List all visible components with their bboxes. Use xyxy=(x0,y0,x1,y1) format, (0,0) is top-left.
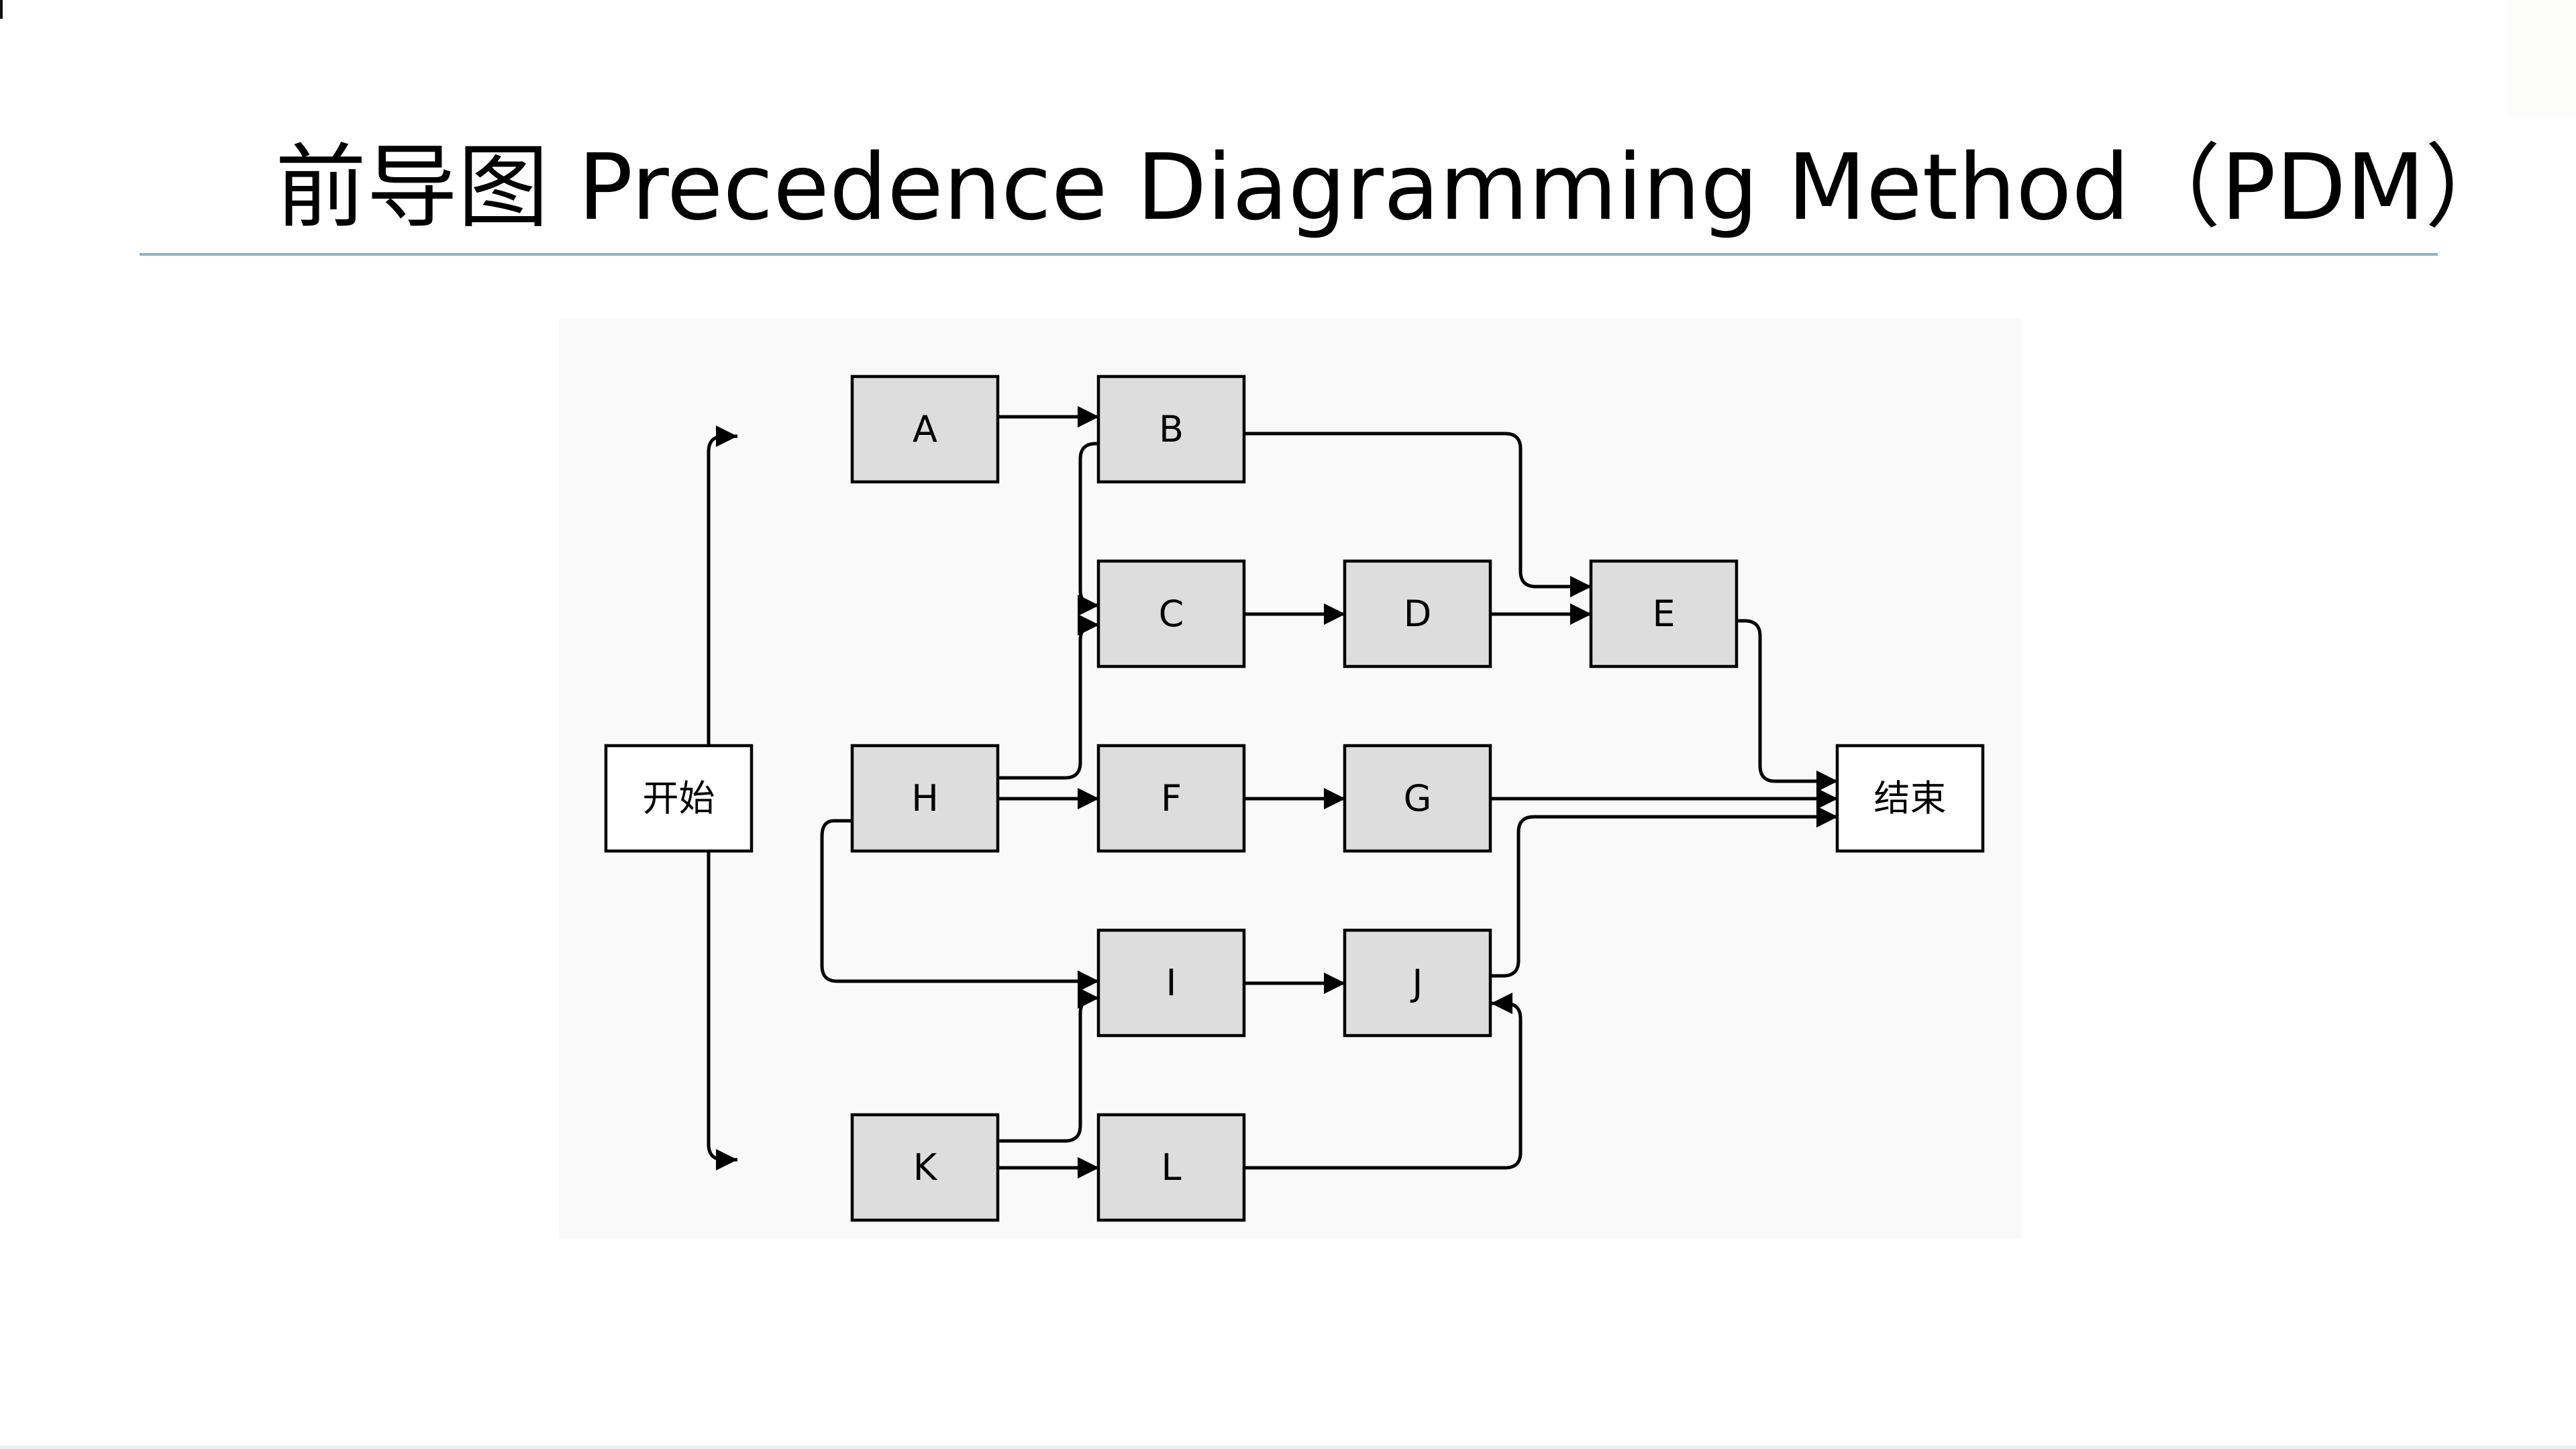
arrow-j-to-end xyxy=(1490,805,1838,978)
node-l: L xyxy=(1096,1113,1246,1222)
node-k: K xyxy=(850,1113,1000,1222)
node-start: 开始 xyxy=(604,744,754,853)
page-title: 前导图 Precedence Diagramming Method（PDM） xyxy=(275,135,2516,241)
node-i: I xyxy=(1096,928,1246,1038)
node-label-j: J xyxy=(1410,962,1423,1004)
node-box-f xyxy=(1096,744,1246,853)
node-c: C xyxy=(1096,559,1246,668)
node-box-d xyxy=(1343,559,1492,668)
node-box-h xyxy=(850,744,1000,853)
node-box-end xyxy=(1835,744,1985,853)
node-box-c xyxy=(1096,559,1246,668)
node-box-b xyxy=(1096,374,1246,484)
node-box-k xyxy=(850,1113,1000,1222)
arrow-e-to-end xyxy=(1737,619,1838,793)
pdm-diagram-canvas: 开始 A B C D E H F G I J K L 结束 xyxy=(604,374,1985,1222)
node-box-j xyxy=(1343,928,1492,1038)
node-label-h: H xyxy=(911,777,939,819)
arrow-b-to-e xyxy=(1244,432,1592,598)
node-label-start: 开始 xyxy=(643,777,715,819)
node-label-d: D xyxy=(1404,593,1432,635)
arrow-start-to-k xyxy=(684,815,737,1171)
node-label-c: C xyxy=(1159,593,1184,635)
window-corner-mark xyxy=(0,0,3,19)
arrow-h-to-c xyxy=(998,613,1099,780)
node-label-k: K xyxy=(913,1146,938,1189)
node-e: E xyxy=(1589,559,1739,668)
node-label-l: L xyxy=(1161,1146,1181,1189)
node-j: J xyxy=(1343,928,1492,1038)
arrow-l-to-j xyxy=(1244,992,1523,1170)
node-f: F xyxy=(1096,744,1246,853)
arrow-a-to-c xyxy=(1077,442,1099,617)
node-g: G xyxy=(1343,744,1492,853)
node-box-g xyxy=(1343,744,1492,853)
node-label-end: 结束 xyxy=(1874,777,1947,819)
node-label-e: E xyxy=(1652,593,1675,635)
node-d: D xyxy=(1343,559,1492,668)
title-underline xyxy=(140,253,2438,256)
node-label-a: A xyxy=(913,408,937,450)
dependency-arrows xyxy=(684,405,1838,1179)
activity-nodes: 开始 A B C D E H F G I J K L 结束 xyxy=(604,374,1985,1222)
node-box-l xyxy=(1096,1113,1246,1222)
node-label-b: B xyxy=(1159,408,1184,450)
node-box-start xyxy=(604,744,754,853)
node-box-a xyxy=(850,374,1000,484)
corner-tab xyxy=(2508,0,2576,117)
arrow-start-to-a xyxy=(684,425,737,777)
node-b: B xyxy=(1096,374,1246,484)
pdm-diagram: 开始 A B C D E H F G I J K L 结束 xyxy=(559,319,2021,1238)
bottom-band xyxy=(0,1446,2576,1449)
node-label-i: I xyxy=(1166,962,1177,1004)
node-box-e xyxy=(1589,559,1739,668)
node-end: 结束 xyxy=(1835,744,1985,853)
arrow-h-to-i xyxy=(820,819,1099,993)
node-a: A xyxy=(850,374,1000,484)
arrow-k-to-i xyxy=(998,987,1099,1143)
node-label-g: G xyxy=(1404,777,1432,819)
node-label-f: F xyxy=(1161,777,1182,819)
node-box-i xyxy=(1096,928,1246,1038)
node-h: H xyxy=(850,744,1000,853)
